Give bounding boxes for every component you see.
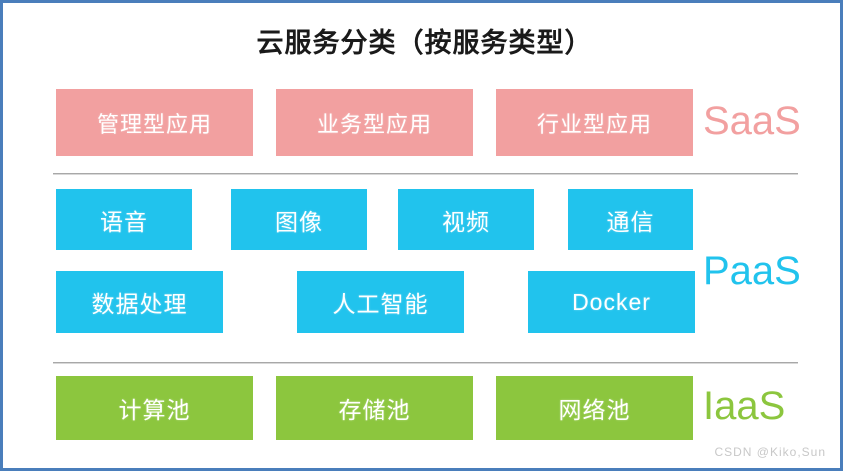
- tier-label-saas: SaaS: [703, 99, 801, 143]
- divider-saas-paas: [53, 173, 798, 175]
- service-box-iaas-1[interactable]: 计算池: [56, 376, 253, 440]
- service-box-paas-7[interactable]: Docker: [528, 271, 695, 333]
- service-box-paas-3[interactable]: 视频: [398, 189, 534, 250]
- service-box-saas-2[interactable]: 业务型应用: [276, 89, 473, 156]
- tier-label-paas: PaaS: [703, 249, 801, 293]
- tier-iaas: 计算池 存储池 网络池: [3, 376, 840, 452]
- service-box-paas-1[interactable]: 语音: [56, 189, 192, 250]
- divider-paas-iaas: [53, 362, 798, 364]
- page-title: 云服务分类（按服务类型）: [256, 28, 593, 58]
- tier-label-iaas: IaaS: [703, 384, 786, 428]
- service-box-saas-1[interactable]: 管理型应用: [56, 89, 253, 156]
- service-box-paas-4[interactable]: 通信: [568, 189, 693, 250]
- tier-paas: 语音 图像 视频 通信 数据处理 人工智能 Docker: [3, 189, 840, 349]
- service-box-iaas-2[interactable]: 存储池: [276, 376, 473, 440]
- watermark: CSDN @Kiko,Sun: [714, 445, 826, 459]
- service-box-paas-2[interactable]: 图像: [231, 189, 367, 250]
- service-box-saas-3[interactable]: 行业型应用: [496, 89, 693, 156]
- service-box-paas-6[interactable]: 人工智能: [297, 271, 464, 333]
- service-box-paas-5[interactable]: 数据处理: [56, 271, 223, 333]
- tier-saas: 管理型应用 业务型应用 行业型应用: [3, 89, 840, 165]
- service-box-iaas-3[interactable]: 网络池: [496, 376, 693, 440]
